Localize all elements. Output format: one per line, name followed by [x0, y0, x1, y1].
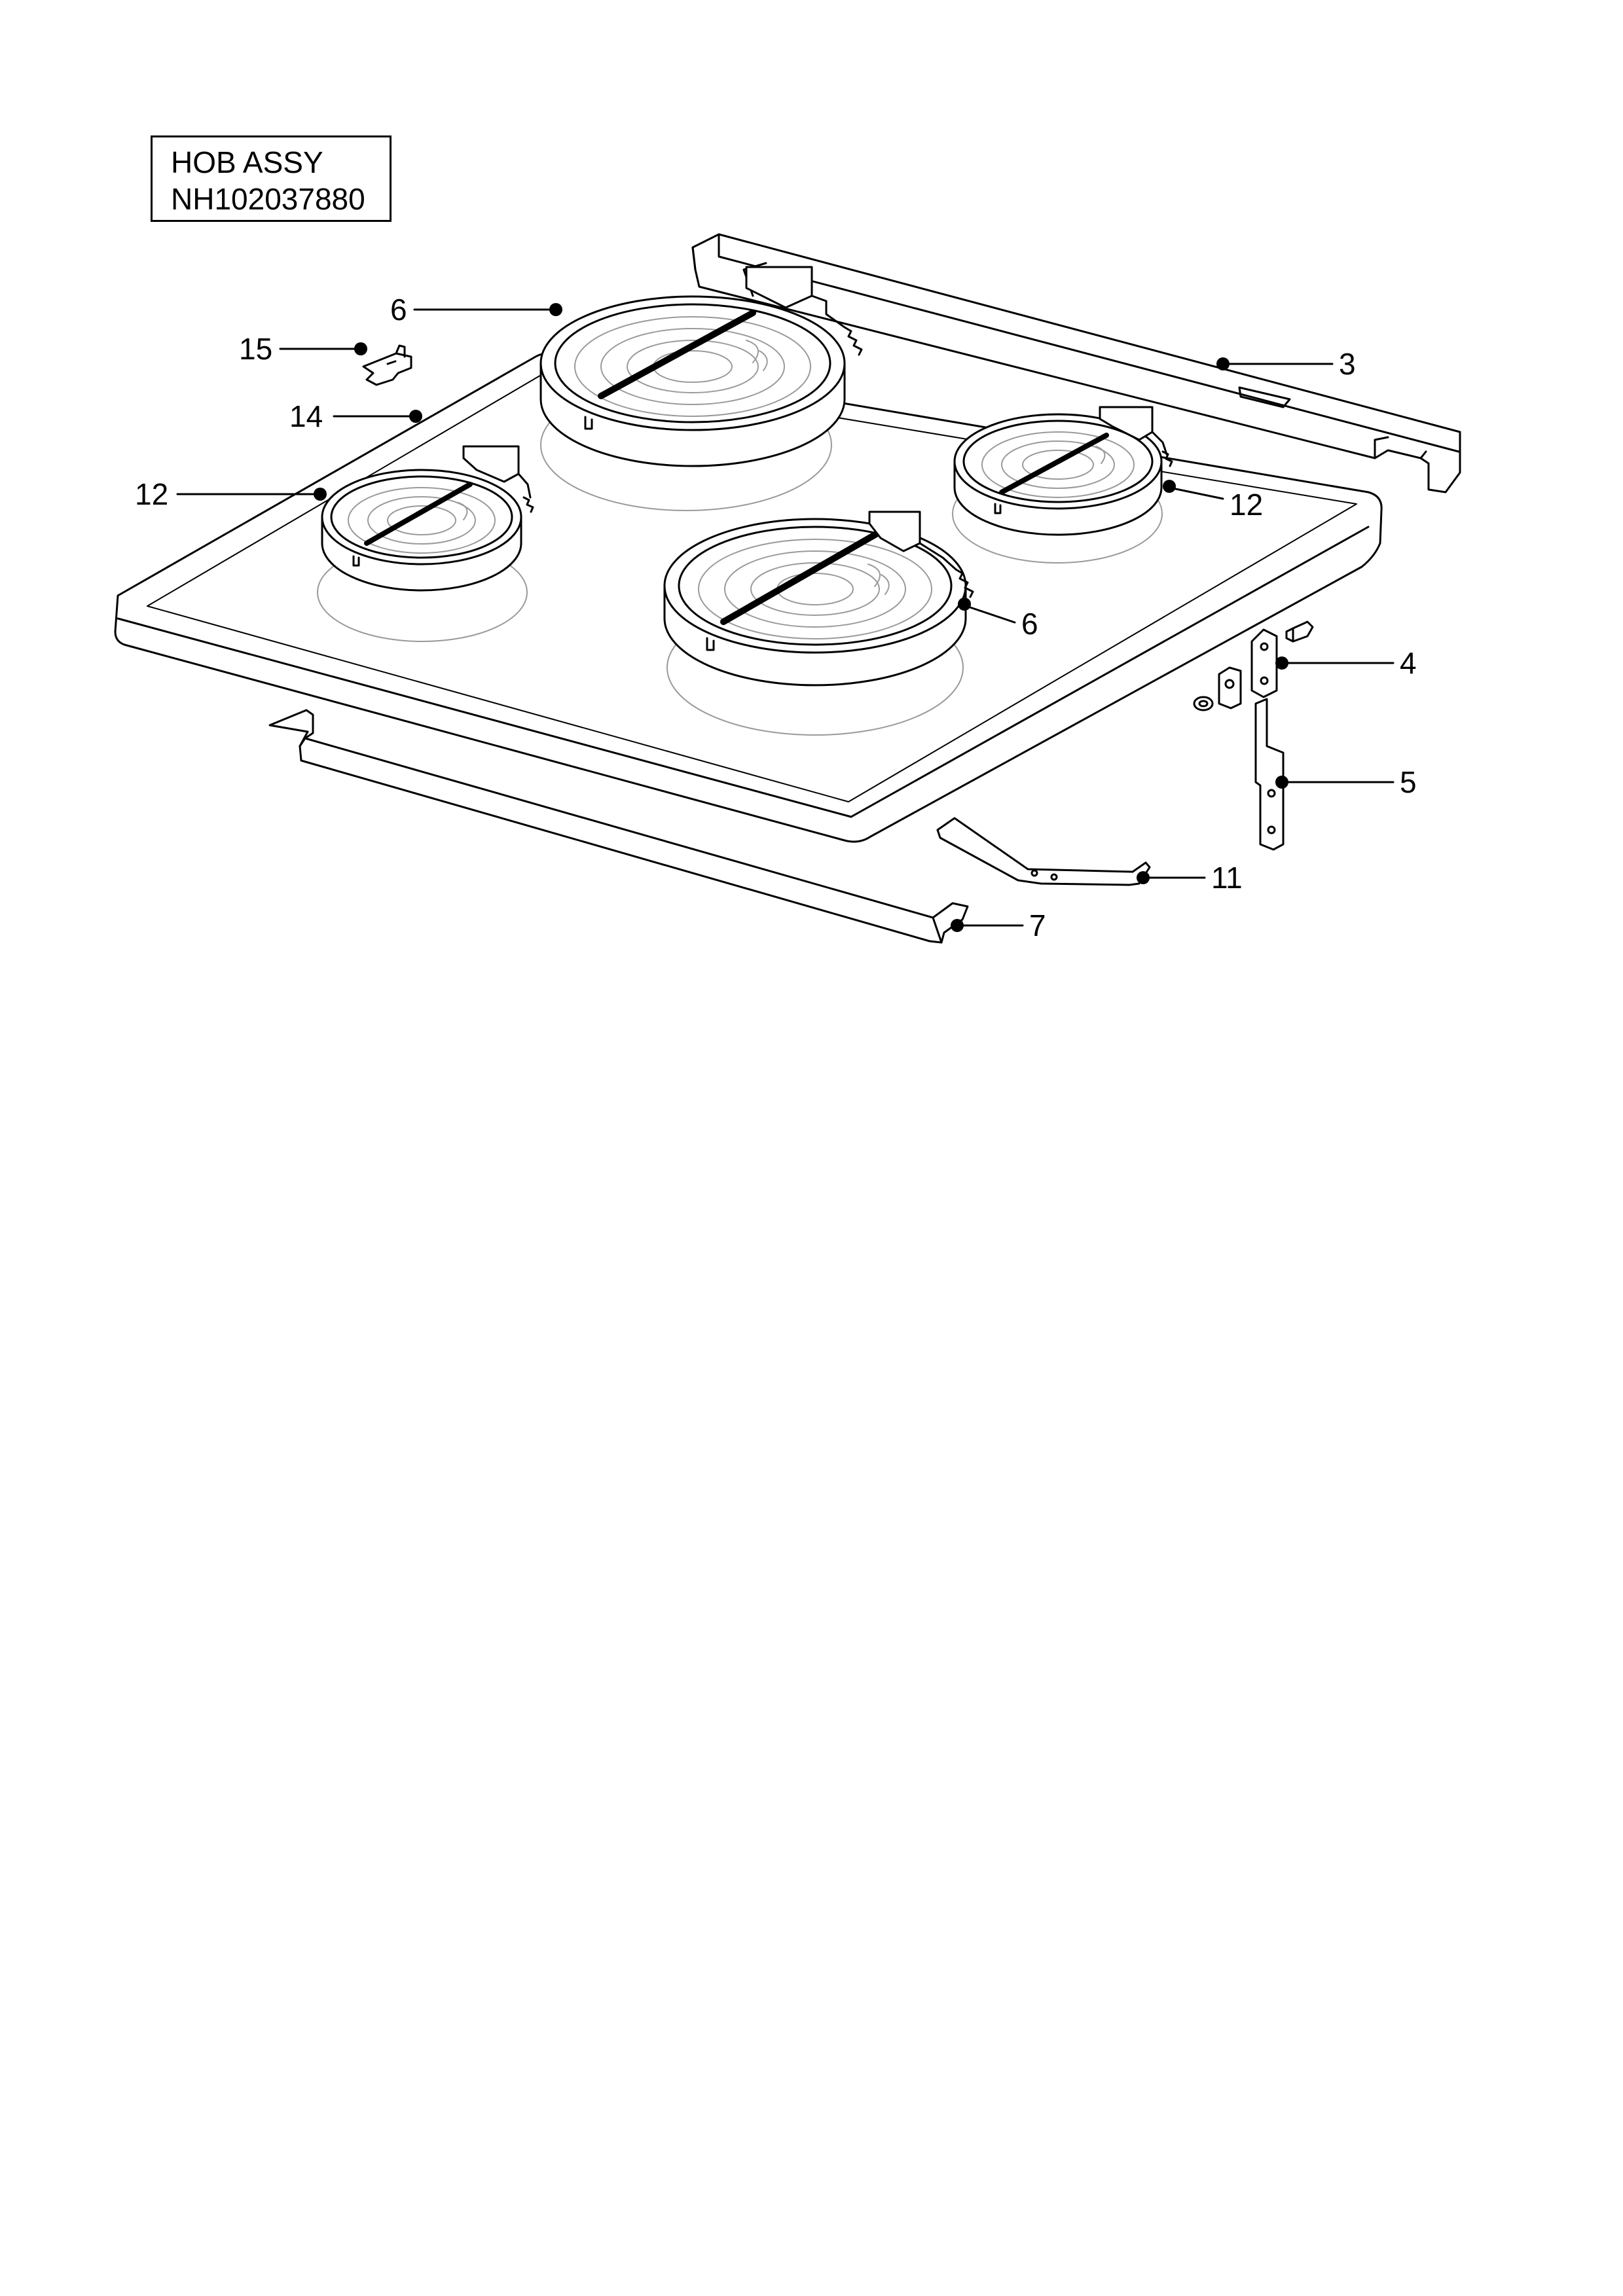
callout-3: 3	[1339, 347, 1356, 381]
brace-part	[936, 817, 1151, 886]
callout-15: 15	[239, 332, 273, 366]
callout-6-front: 6	[1021, 607, 1038, 641]
callout-12-left: 12	[135, 477, 169, 511]
callout-5: 5	[1400, 765, 1417, 799]
burner-small-right	[953, 406, 1173, 536]
burner-small-left	[321, 445, 534, 592]
title-box: HOB ASSY NH102037880	[151, 135, 392, 222]
bracket-hardware	[1193, 620, 1314, 711]
callout-4: 4	[1400, 646, 1417, 680]
front-strip-part	[268, 709, 969, 944]
burner-large-front	[663, 511, 974, 687]
hinge-strip-part	[1254, 698, 1285, 851]
assembly-name: HOB ASSY	[171, 145, 323, 179]
callout-6-rear: 6	[390, 293, 407, 327]
clip-part	[362, 344, 412, 386]
leader-lines	[176, 308, 1395, 927]
leader-dots	[314, 303, 1288, 932]
callout-11: 11	[1211, 861, 1243, 895]
part-number: NH102037880	[171, 182, 365, 216]
callout-7: 7	[1029, 908, 1046, 942]
rear-trim-part	[691, 233, 1461, 493]
callout-14: 14	[289, 399, 323, 433]
callout-12-right: 12	[1230, 488, 1264, 522]
burner-large-rear	[539, 266, 863, 467]
